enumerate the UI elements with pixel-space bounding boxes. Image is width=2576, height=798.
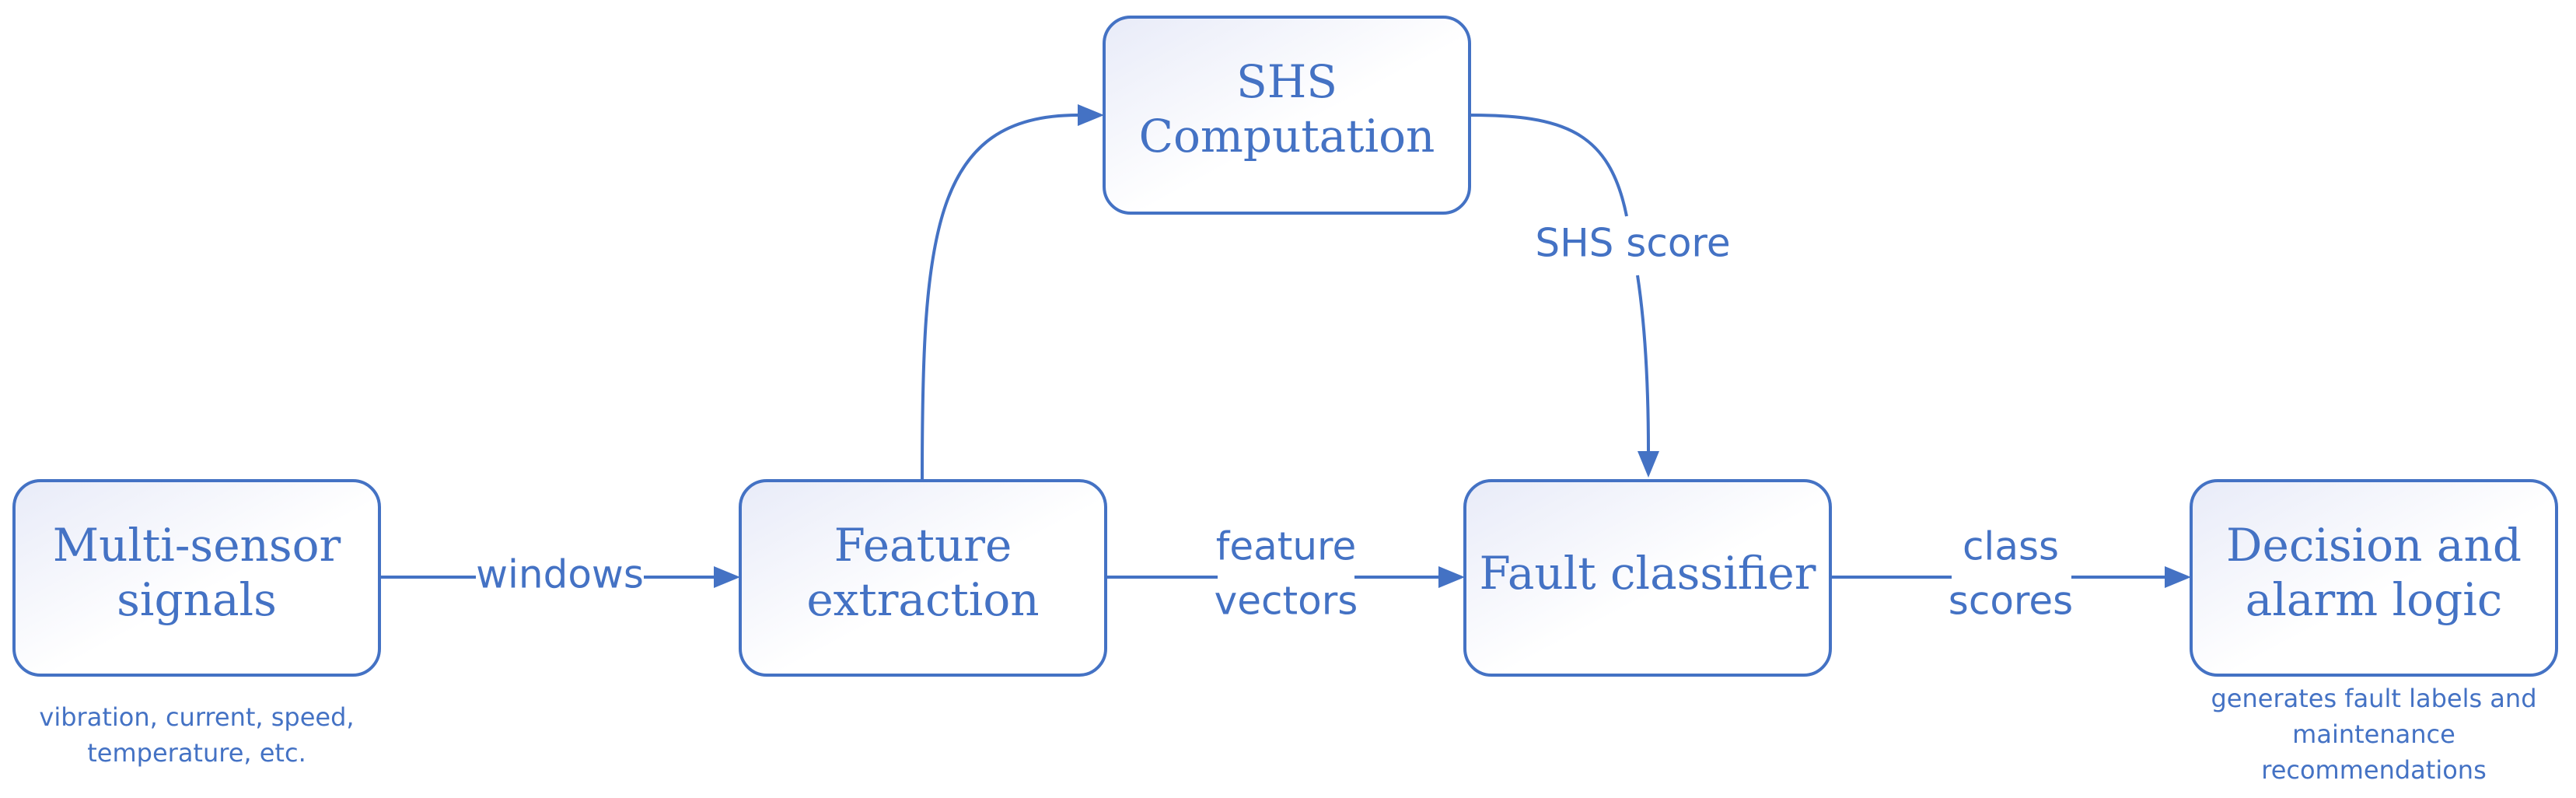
arrowhead-feature-vectors — [1438, 566, 1465, 588]
node-decision-label-line2: alarm logic — [2246, 573, 2503, 626]
node-multi-sensor-signals: Multi-sensor signals — [12, 479, 381, 677]
arrowhead-windows — [714, 566, 740, 588]
arrowhead-shs-to-classifier — [1638, 451, 1659, 478]
node-feature-extraction-box — [739, 479, 1107, 677]
node-multi-sensor-box — [12, 479, 381, 677]
node-decision-alarm-logic: Decision and alarm logic — [2190, 479, 2558, 677]
edge-shs-to-classifier-lower — [1636, 275, 1650, 452]
note-decision-output-line1: generates fault labels and — [2211, 684, 2536, 713]
edge-shs-to-classifier-upper — [1469, 114, 1628, 217]
node-multi-sensor-label-line2: signals — [117, 573, 277, 626]
node-feature-extraction-label-line1: Feature — [834, 519, 1012, 572]
node-shs-computation-label-line1: SHS — [1236, 55, 1337, 108]
note-decision-output-line3: recommendations — [2261, 755, 2487, 785]
edge-label-shs-score: SHS score — [1535, 221, 1730, 266]
node-fault-classifier-label: Fault classifier — [1480, 547, 1816, 600]
node-decision-box — [2190, 479, 2558, 677]
node-decision-label-line1: Decision and — [2226, 519, 2522, 572]
node-shs-computation: SHS Computation — [1103, 16, 1471, 215]
edge-label-windows: windows — [476, 552, 644, 597]
node-fault-classifier: Fault classifier — [1463, 479, 1832, 677]
arrowhead-feature-to-shs — [1078, 104, 1104, 126]
arrowhead-class-scores — [2165, 566, 2191, 588]
node-shs-computation-label-line2: Computation — [1139, 110, 1435, 163]
note-sensor-types-line1: vibration, current, speed, — [39, 702, 354, 732]
edge-label-class-scores-line2: scores — [1949, 579, 2073, 624]
node-feature-extraction: Feature extraction — [739, 479, 1107, 677]
edge-label-feature-vectors-line1: feature — [1216, 524, 1357, 569]
node-shs-computation-box — [1103, 16, 1471, 215]
edge-feature-to-shs — [921, 114, 1078, 480]
edge-label-class-scores-line1: class — [1963, 524, 2059, 569]
note-sensor-types-line2: temperature, etc. — [87, 738, 306, 768]
note-decision-output-line2: maintenance — [2292, 719, 2455, 749]
node-fault-classifier-box — [1463, 479, 1832, 677]
node-feature-extraction-label-line2: extraction — [806, 573, 1039, 626]
node-multi-sensor-label-line1: Multi-sensor — [53, 519, 341, 572]
edge-label-feature-vectors-line2: vectors — [1215, 579, 1358, 624]
